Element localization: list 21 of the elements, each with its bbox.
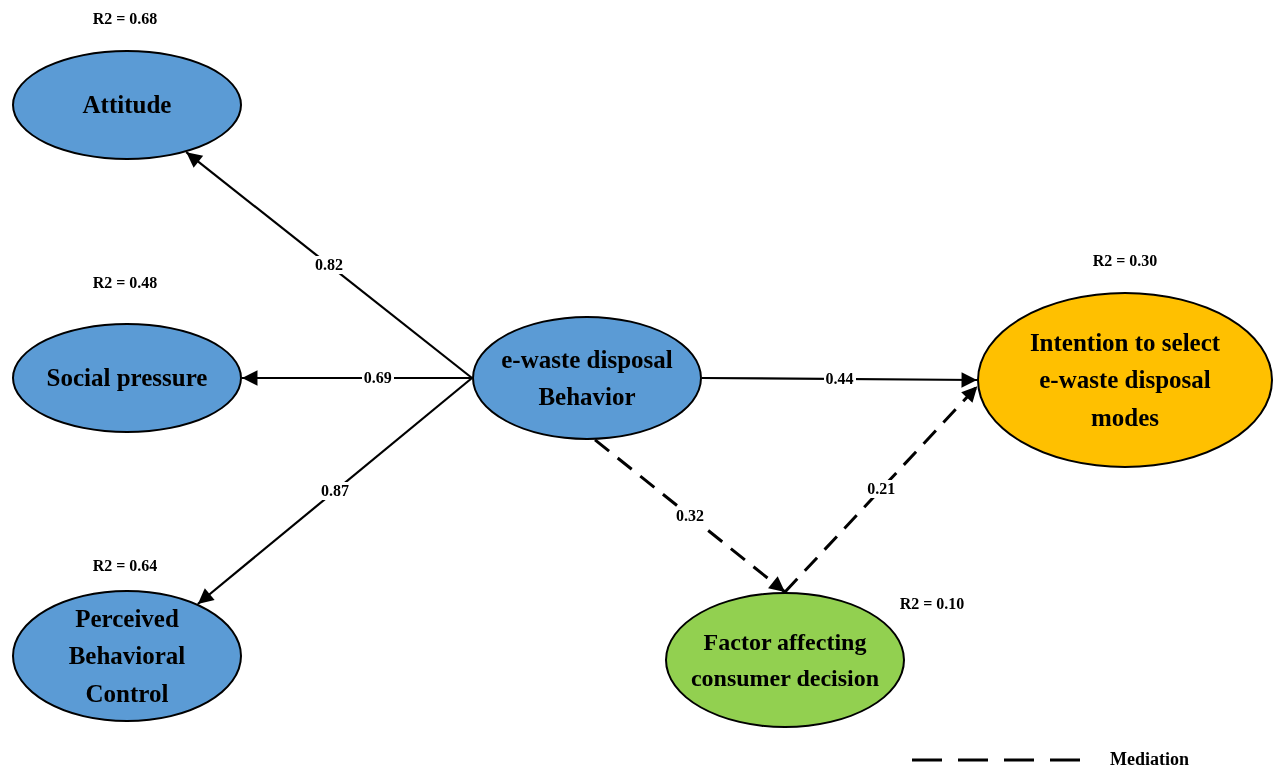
r-squared-label: R2 = 0.30 xyxy=(1092,252,1158,270)
dashed-arrow xyxy=(783,385,979,594)
r-squared-label: R2 = 0.68 xyxy=(92,10,158,28)
node-label: Perceived Behavioral Control xyxy=(67,603,187,709)
arrow xyxy=(185,151,473,379)
edge-label: 0.87 xyxy=(318,482,351,500)
node-label: e-waste disposal Behavior xyxy=(500,344,674,412)
node-label: Social pressure xyxy=(46,363,208,394)
arrow xyxy=(242,370,472,386)
edge-label: 0.82 xyxy=(313,256,346,275)
node-label: Attitude xyxy=(82,90,172,121)
arrow xyxy=(702,372,977,388)
r-squared-label: R2 = 0.10 xyxy=(899,595,965,613)
r-squared-label: R2 = 0.64 xyxy=(92,557,158,575)
dashed-arrow xyxy=(594,438,786,594)
node-label: Factor affecting consumer decision xyxy=(689,628,881,693)
node-label: Intention to select e-waste disposal modes xyxy=(1028,327,1222,433)
edge-label: 0.21 xyxy=(865,480,898,499)
legend-label: Mediation xyxy=(1110,749,1189,770)
arrow xyxy=(197,377,473,605)
r-squared-label: R2 = 0.48 xyxy=(92,274,158,292)
